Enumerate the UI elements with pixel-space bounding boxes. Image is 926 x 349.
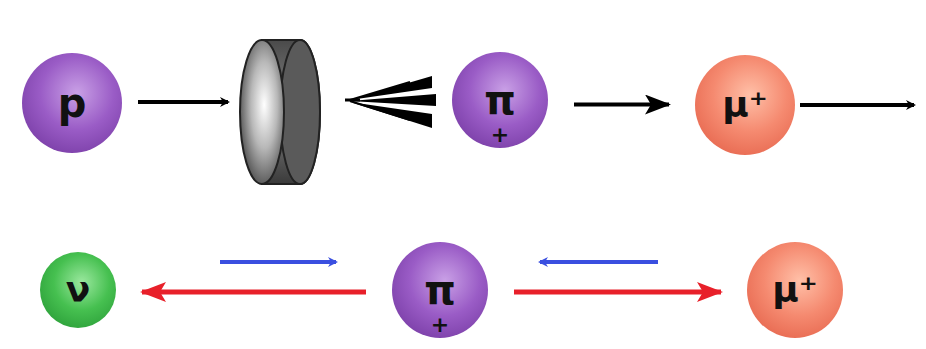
spin-arrow — [540, 260, 658, 264]
muon-circle: μ⁺ — [695, 55, 795, 155]
decay-arrow — [514, 290, 721, 295]
decay-arrow — [574, 103, 669, 107]
muon-arrow — [800, 103, 914, 107]
target-disk — [240, 40, 320, 184]
charge-sign: + — [452, 124, 548, 146]
beam-arrow — [138, 100, 228, 104]
particle-spray — [345, 76, 436, 128]
particle-symbol: μ⁺ — [772, 272, 818, 308]
pion-circle: π+ — [452, 52, 548, 148]
particle-symbol: p — [58, 83, 87, 123]
charge-sign: + — [392, 314, 488, 336]
neutrino-circle: ν — [40, 252, 116, 328]
particle-symbol: π — [484, 80, 516, 120]
particle-symbol: π — [424, 270, 456, 310]
proton-circle: p — [22, 53, 122, 153]
pion-circle: π+ — [392, 242, 488, 338]
decay-arrow — [142, 290, 366, 295]
particle-symbol: ν — [66, 272, 91, 308]
particle-symbol: μ⁺ — [722, 87, 768, 123]
muon-circle: μ⁺ — [747, 242, 843, 338]
spin-arrow — [220, 260, 336, 264]
